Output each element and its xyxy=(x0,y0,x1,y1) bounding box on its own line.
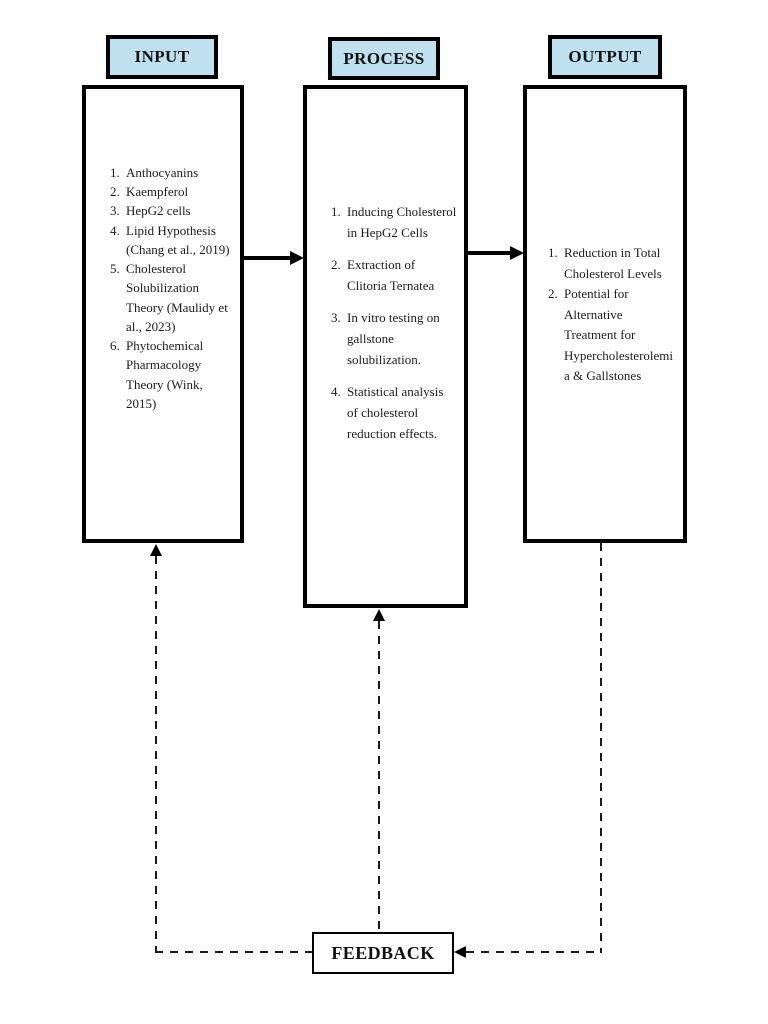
list-item: Cholesterol Solubilization Theory (Mauli… xyxy=(123,259,233,336)
output-header-label: OUTPUT xyxy=(568,47,642,66)
feedback-to-input-dashed-line-horizontal xyxy=(155,951,312,953)
process-content-box: Inducing Cholesterol in HepG2 Cells Extr… xyxy=(303,85,468,608)
list-item: Phytochemical Pharmacology Theory (Wink,… xyxy=(123,336,233,413)
list-item: Anthocyanins xyxy=(123,163,233,182)
arrow-process-to-output xyxy=(468,251,511,255)
output-to-feedback-dashed-line-horizontal xyxy=(466,951,602,953)
output-to-feedback-dashed-line-vertical xyxy=(600,543,602,953)
output-header-box: OUTPUT xyxy=(548,35,662,79)
process-header-label: PROCESS xyxy=(343,48,425,68)
list-item: Kaempferol xyxy=(123,182,233,201)
arrow-input-to-process-head-icon xyxy=(290,251,304,265)
feedback-box: FEEDBACK xyxy=(312,932,454,974)
feedback-to-process-dashed-line xyxy=(378,621,380,933)
process-header-box: PROCESS xyxy=(328,37,440,80)
input-header-box: INPUT xyxy=(106,35,218,79)
feedback-to-input-arrowhead-icon xyxy=(150,544,162,556)
feedback-to-process-arrowhead-icon xyxy=(373,609,385,621)
arrow-process-to-output-head-icon xyxy=(510,246,524,260)
output-list: Reduction in Total Cholesterol Levels Po… xyxy=(527,89,683,387)
list-item: Inducing Cholesterol in HepG2 Cells xyxy=(344,201,457,243)
list-item: HepG2 cells xyxy=(123,201,233,220)
input-header-label: INPUT xyxy=(134,47,190,66)
feedback-label: FEEDBACK xyxy=(331,942,435,963)
list-item: Statistical analysis of cholesterol redu… xyxy=(344,381,457,444)
output-content-box: Reduction in Total Cholesterol Levels Po… xyxy=(523,85,687,543)
list-item: In vitro testing on gallstone solubiliza… xyxy=(344,307,457,370)
input-content-box: Anthocyanins Kaempferol HepG2 cells Lipi… xyxy=(82,85,244,543)
arrow-input-to-process xyxy=(244,256,291,260)
list-item: Potential for Alternative Treatment for … xyxy=(561,284,676,387)
list-item: Reduction in Total Cholesterol Levels xyxy=(561,243,676,284)
output-to-feedback-arrowhead-icon xyxy=(454,946,466,958)
list-item: Lipid Hypothesis (Chang et al., 2019) xyxy=(123,221,233,259)
feedback-to-input-dashed-line xyxy=(155,556,157,953)
list-item: Extraction of Clitoria Ternatea xyxy=(344,254,457,296)
process-list: Inducing Cholesterol in HepG2 Cells Extr… xyxy=(307,89,464,444)
input-list: Anthocyanins Kaempferol HepG2 cells Lipi… xyxy=(86,89,240,413)
